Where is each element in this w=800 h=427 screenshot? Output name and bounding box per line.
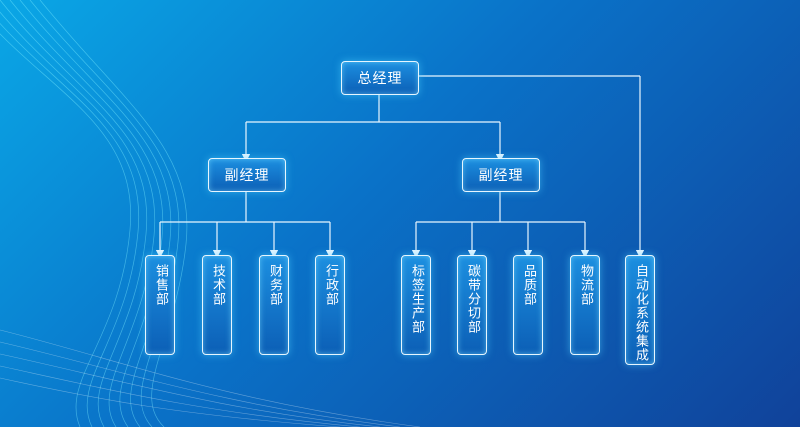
node-label: 销售部 <box>153 264 168 306</box>
node-label: 物流部 <box>578 264 593 306</box>
node-vice-manager-left: 副经理 <box>208 158 286 192</box>
node-label-production-dept: 标签生产部 <box>401 255 431 355</box>
node-label: 技术部 <box>210 264 225 306</box>
node-logistics-dept: 物流部 <box>570 255 600 355</box>
node-general-manager: 总经理 <box>341 61 419 95</box>
node-sales-dept: 销售部 <box>145 255 175 355</box>
node-label: 标签生产部 <box>409 264 424 334</box>
node-automation-integration: 自动化系统集成 <box>625 255 655 365</box>
node-label: 碳带分切部 <box>465 264 480 334</box>
node-vice-manager-right: 副经理 <box>462 158 540 192</box>
node-label: 行政部 <box>323 264 338 306</box>
node-label: 财务部 <box>267 264 282 306</box>
node-label: 自动化系统集成 <box>633 264 648 362</box>
connector-lines <box>155 75 645 259</box>
node-ribbon-slitting-dept: 碳带分切部 <box>457 255 487 355</box>
node-admin-dept: 行政部 <box>315 255 345 355</box>
node-tech-dept: 技术部 <box>202 255 232 355</box>
node-label: 品质部 <box>521 264 536 306</box>
node-finance-dept: 财务部 <box>259 255 289 355</box>
node-quality-dept: 品质部 <box>513 255 543 355</box>
